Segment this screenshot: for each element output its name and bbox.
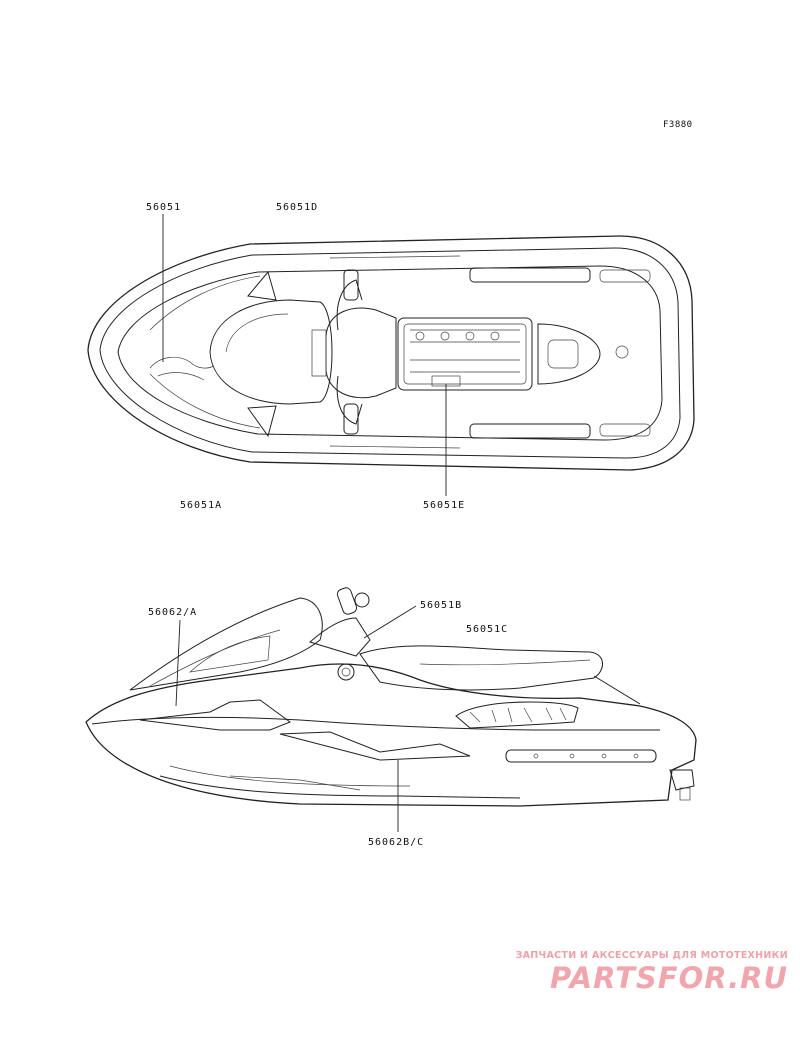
part-label-56051e: 56051E [423,500,466,511]
part-label-56051c: 56051C [466,624,509,635]
part-label-56051a: 56051A [180,500,223,511]
part-label-56051: 56051 [146,202,182,213]
watermark: ЗАПЧАСТИ И АКСЕССУАРЫ ДЛЯ МОТОТЕХНИКИ PA… [488,950,788,995]
top-view-hull [87,235,695,471]
part-label-56062bc: 56062B/C [368,837,425,848]
figure-code: F3880 [663,120,693,130]
part-label-56051b: 56051B [420,600,463,611]
side-view-leaders [175,605,417,832]
part-label-56062a: 56062/A [148,607,198,618]
side-view-hull [85,587,697,807]
watermark-tagline: ЗАПЧАСТИ И АКСЕССУАРЫ ДЛЯ МОТОТЕХНИКИ [515,950,788,961]
watermark-logo: PARTSFOR.RU [550,961,788,995]
top-view-leaders [162,214,447,496]
part-label-56051d: 56051D [276,202,319,213]
